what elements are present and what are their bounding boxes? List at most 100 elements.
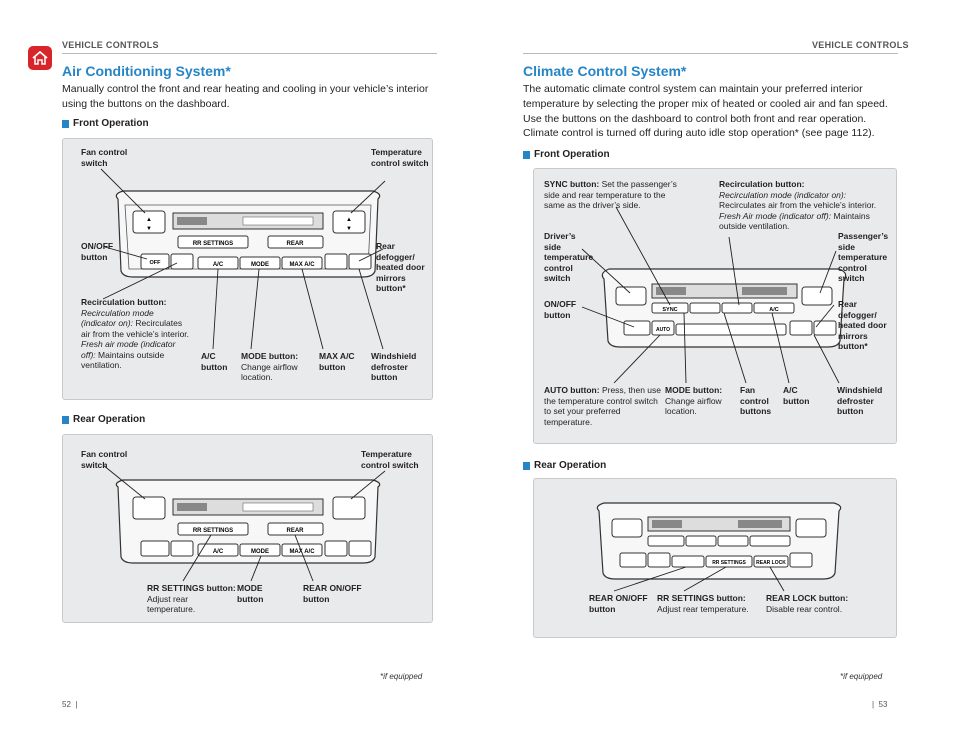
left-intro-text: Manually control the front and rear heat… bbox=[62, 83, 429, 110]
recirculation-mode-text: Recirculates air from the vehicle’s inte… bbox=[81, 318, 190, 339]
right-intro-text-2: Climate control is turned off during aut… bbox=[523, 127, 875, 139]
rear-fan-control-text: Fan control switch bbox=[81, 449, 128, 470]
right-intro-text: The automatic climate control system can… bbox=[523, 83, 888, 125]
driver-temp-label: Driver’s side temperature control switch bbox=[544, 231, 594, 284]
home-icon[interactable] bbox=[28, 46, 52, 70]
climate-fresh-air-mode: Fresh Air mode (indicator off): bbox=[719, 210, 832, 221]
heading-marker bbox=[523, 461, 530, 470]
left-section-title: Air Conditioning System* bbox=[62, 63, 231, 79]
front-control-panel-illustration: ▲▼ ▲▼ RR SETTINGS REAR OFF A/C MODE MAX … bbox=[100, 168, 386, 350]
left-header-rule bbox=[62, 53, 437, 54]
max-ac-text: MAX A/C button bbox=[319, 351, 355, 372]
right-rear-diagram: RR SETTINGS REAR LOCK REAR ON/OFF button… bbox=[533, 478, 897, 638]
ac-panel-label-climate: A/C bbox=[769, 307, 779, 313]
climate-rr-settings-title: RR SETTINGS button: bbox=[657, 593, 746, 603]
mode-button-text: Change airflow location. bbox=[241, 361, 298, 383]
rr-settings-panel-label: RR SETTINGS bbox=[193, 241, 233, 247]
heading-marker bbox=[523, 150, 530, 159]
svg-text:▲: ▲ bbox=[146, 217, 152, 223]
rear-temperature-control-label: Temperature control switch bbox=[361, 449, 431, 470]
sync-panel-label: SYNC bbox=[662, 307, 677, 313]
rear-leader-lines bbox=[102, 464, 386, 582]
climate-recirculation-title: Recirculation button: bbox=[719, 179, 805, 189]
heading-marker bbox=[62, 415, 69, 424]
climate-mode-label: MODE button: Change airflow location. bbox=[665, 385, 733, 417]
climate-rear-on-off-text: REAR ON/OFF button bbox=[589, 593, 648, 614]
heading-marker bbox=[62, 119, 69, 128]
temperature-control-text: Temperature control switch bbox=[371, 147, 429, 168]
fresh-air-mode-text: Maintains outside ventilation. bbox=[81, 349, 165, 371]
rr-settings-label: RR SETTINGS button: Adjust rear temperat… bbox=[147, 583, 237, 615]
recirculation-title: Recirculation button: bbox=[81, 297, 167, 307]
climate-fresh-air-text: Maintains outside ventilation. bbox=[719, 210, 870, 232]
left-front-heading-text: Front Operation bbox=[73, 118, 149, 129]
auto-button-text: Press, then use the temperature control … bbox=[544, 385, 661, 427]
climate-rr-settings-text: Adjust rear temperature. bbox=[657, 603, 749, 614]
rear-mode-text: MODE button bbox=[237, 583, 264, 604]
passenger-temp-label: Passenger’s side temperature control swi… bbox=[838, 231, 893, 284]
fan-control-label: Fan control switch bbox=[81, 147, 141, 168]
rear-fan-control-label: Fan control switch bbox=[81, 449, 141, 470]
svg-text:▼: ▼ bbox=[346, 226, 352, 232]
left-front-diagram: ▲▼ ▲▼ RR SETTINGS REAR OFF A/C MODE MAX … bbox=[62, 138, 433, 400]
left-page-number-text: 52 bbox=[62, 700, 71, 709]
auto-button-title: AUTO button: bbox=[544, 385, 600, 395]
rear-lock-label: REAR LOCK button: Disable rear control. bbox=[766, 593, 866, 614]
sync-button-title: SYNC button: bbox=[544, 179, 600, 189]
fan-buttons-text: Fan control buttons bbox=[740, 385, 772, 416]
right-front-diagram: SYNC A/C AUTO SYNC button: Set the passe… bbox=[533, 168, 897, 444]
climate-on-off-label: ON/OFF button bbox=[544, 299, 589, 320]
climate-mode-title: MODE button: bbox=[665, 385, 723, 395]
windshield-label: Windshield defroster button bbox=[371, 351, 426, 383]
mode-button-title: MODE button: bbox=[241, 351, 299, 361]
rr-settings-title: RR SETTINGS button: bbox=[147, 583, 236, 593]
rear-panel-label: REAR bbox=[286, 241, 304, 247]
right-rear-heading: Rear Operation bbox=[523, 460, 606, 471]
svg-text:▼: ▼ bbox=[146, 226, 152, 232]
climate-on-off-text: ON/OFF button bbox=[544, 299, 577, 320]
auto-panel-label: AUTO bbox=[656, 327, 670, 333]
rear-on-off-label: REAR ON/OFF button bbox=[303, 583, 373, 604]
ac-panel-label-rear: A/C bbox=[213, 549, 224, 555]
driver-temp-text: Driver’s side temperature control switch bbox=[544, 231, 594, 283]
rr-settings-panel-label-rear: RR SETTINGS bbox=[193, 528, 233, 534]
climate-rear-defogger-text: Rear defogger/ heated door mirrors butto… bbox=[838, 299, 887, 351]
climate-rear-panel-illustration: RR SETTINGS REAR LOCK bbox=[596, 502, 842, 592]
rear-panel-label-rear: REAR bbox=[286, 528, 304, 534]
home-glyph bbox=[32, 50, 48, 65]
rear-lock-panel-label: REAR LOCK bbox=[756, 560, 786, 566]
front-leader-lines bbox=[100, 168, 386, 350]
rr-settings-text: Adjust rear temperature. bbox=[147, 593, 196, 615]
left-running-header: VEHICLE CONTROLS bbox=[62, 40, 159, 50]
mode-panel-label: MODE bbox=[251, 262, 269, 268]
rear-lock-title: REAR LOCK button: bbox=[766, 593, 849, 603]
climate-rr-settings-label: RR SETTINGS button: Adjust rear temperat… bbox=[657, 593, 762, 614]
left-footnote: *if equipped bbox=[380, 672, 423, 681]
svg-text:▲: ▲ bbox=[346, 217, 352, 223]
climate-front-leader-lines bbox=[581, 206, 840, 384]
right-section-title: Climate Control System* bbox=[523, 63, 687, 79]
ac-button-label: A/C button bbox=[201, 351, 231, 372]
rear-lock-text: Disable rear control. bbox=[766, 603, 843, 614]
passenger-temp-text: Passenger’s side temperature control swi… bbox=[838, 231, 889, 283]
max-ac-panel-label: MAX A/C bbox=[289, 262, 315, 268]
max-ac-panel-label-rear: MAX A/C bbox=[289, 549, 315, 555]
rear-mode-label: MODE button bbox=[237, 583, 277, 604]
max-ac-label: MAX A/C button bbox=[319, 351, 364, 372]
climate-windshield-label: Windshield defroster button bbox=[837, 385, 892, 417]
left-page-number: 52 | bbox=[62, 700, 78, 709]
auto-button-label: AUTO button: Press, then use the tempera… bbox=[544, 385, 662, 427]
climate-rear-leader-lines bbox=[613, 566, 785, 592]
rear-defogger-text: Rear defogger/ heated door mirrors butto… bbox=[376, 241, 425, 293]
left-rear-heading: Rear Operation bbox=[62, 414, 145, 425]
right-header-rule bbox=[523, 53, 898, 54]
right-front-heading: Front Operation bbox=[523, 149, 610, 160]
climate-ac-text: A/C button bbox=[783, 385, 810, 406]
climate-rear-on-off-label: REAR ON/OFF button bbox=[589, 593, 659, 614]
rear-temperature-control-text: Temperature control switch bbox=[361, 449, 419, 470]
climate-recirculation-text: Recirculates air from the vehicle’s inte… bbox=[719, 200, 877, 210]
climate-ac-label: A/C button bbox=[783, 385, 821, 406]
climate-rear-defogger-label: Rear defogger/ heated door mirrors butto… bbox=[838, 299, 893, 352]
right-running-header: VEHICLE CONTROLS bbox=[812, 40, 909, 50]
right-page-number-text: 53 bbox=[878, 700, 888, 709]
